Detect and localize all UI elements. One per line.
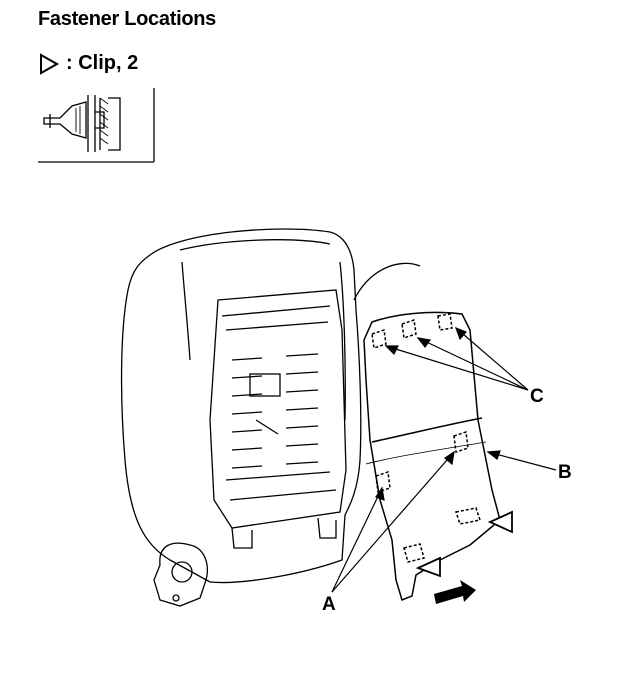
leader-b [486, 450, 557, 471]
clip-legend: : Clip, 2 [38, 52, 138, 75]
seat-back [120, 228, 421, 607]
leader-a [331, 450, 455, 593]
triangle-clip-icon [38, 52, 60, 75]
clip-triangles [415, 510, 513, 578]
back-cover-panel [363, 311, 501, 602]
leader-c [384, 326, 529, 391]
callout-b: B [558, 462, 572, 483]
diagram-title: Fastener Locations [38, 8, 216, 30]
callout-a: A [322, 594, 336, 615]
removal-arrow [434, 580, 476, 604]
callout-c: C [530, 386, 544, 407]
clip-detail-inset [38, 88, 155, 163]
clip-legend-text: : Clip, 2 [66, 52, 139, 74]
